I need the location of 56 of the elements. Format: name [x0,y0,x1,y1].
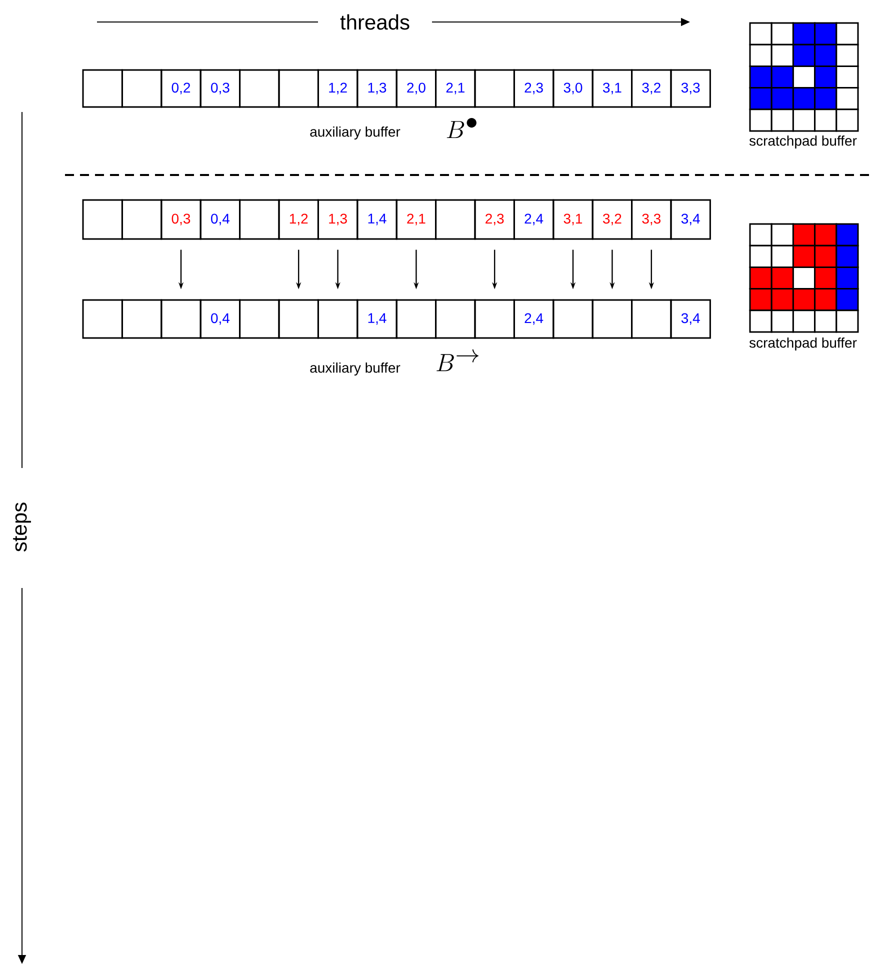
buffer-cell [474,299,515,339]
buffer-cell [239,69,280,108]
buffer-cell: 2,3 [513,69,554,108]
caption: scratchpad buffer [749,337,857,351]
buffer-cell [396,299,437,339]
buffer-cell: 0,2 [160,69,202,108]
buffer-cell [239,199,280,240]
buffer-cell: 3,1 [592,69,633,108]
buffer-cell: 0,3 [160,199,202,240]
buffer-cell: 2,0 [396,69,437,108]
buffer-cell [121,299,162,339]
buffer-cell: 1,4 [356,199,398,240]
buffer-cell: 3,0 [552,69,594,108]
caption: auxiliary buffer [310,126,400,140]
formula: $B^\bullet$ [446,118,476,138]
buffer-cell [239,299,280,339]
formula: $B^\rightarrow$ [436,349,479,372]
axis-label: threads [340,14,410,30]
buffer-cell: 1,2 [278,199,319,240]
buffer-cell: 3,1 [552,199,594,240]
buffer-cell [592,299,633,339]
buffer-cell [474,69,515,108]
buffer-cell: 1,3 [317,199,358,240]
caption: auxiliary buffer [310,362,400,376]
buffer-cell [278,299,319,339]
buffer-cell: 1,3 [356,69,398,108]
buffer-cell [82,199,123,240]
caption: scratchpad buffer [749,135,857,149]
buffer-cell [82,299,123,339]
buffer-cell [631,299,672,339]
axis-label: steps [13,502,31,552]
buffer-cell: 0,4 [200,199,241,240]
buffer-cell [278,69,319,108]
buffer-cell: 3,4 [670,299,711,339]
buffer-cell [435,199,476,240]
buffer-cell: 2,4 [513,299,554,339]
buffer-cell: 2,4 [513,199,554,240]
buffer-cell: 1,2 [317,69,358,108]
buffer-cell: 3,4 [670,199,711,240]
buffer-cell: 3,2 [631,69,672,108]
buffer-cell [435,299,476,339]
buffer-cell: 3,3 [670,69,711,108]
buffer-cell [552,299,594,339]
buffer-cell: 0,3 [200,69,241,108]
buffer-cell: 2,1 [435,69,476,108]
buffer-cell: 3,2 [592,199,633,240]
buffer-cell [82,69,123,108]
buffer-cell [121,69,162,108]
buffer-cell [121,199,162,240]
buffer-cell [317,299,358,339]
buffer-cell: 2,3 [474,199,515,240]
buffer-cell: 1,4 [356,299,398,339]
buffer-cell: 2,1 [396,199,437,240]
buffer-cell: 3,3 [631,199,672,240]
buffer-cell [160,299,202,339]
buffer-cell: 0,4 [200,299,241,339]
